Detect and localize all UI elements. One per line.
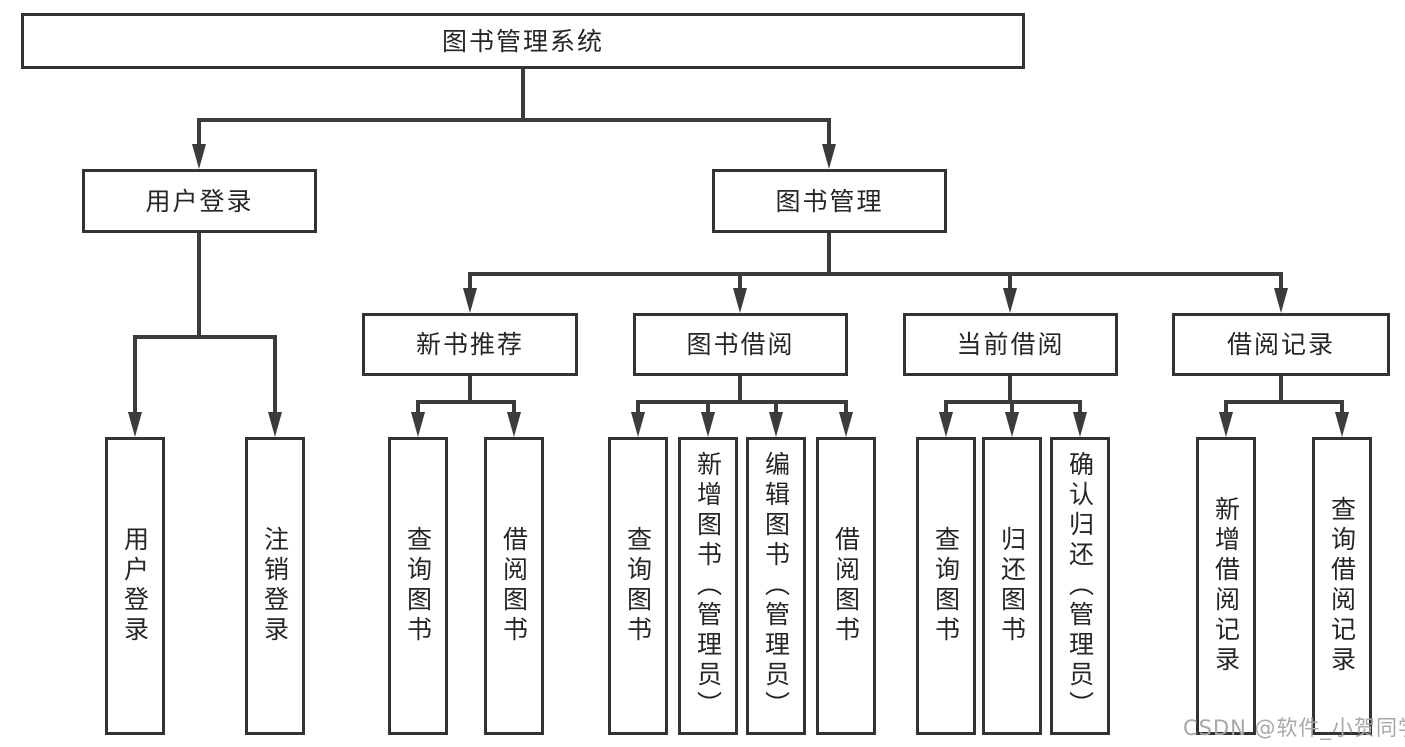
arrow-down-icon (1274, 288, 1288, 313)
node-label: 注销登录 (260, 526, 290, 646)
arrow-down-icon (128, 412, 142, 437)
node-label: 编辑图书（管理员） (761, 451, 791, 721)
connector-branch (416, 400, 420, 414)
node-book-management: 图书管理 (712, 169, 947, 233)
node-label: 用户登录 (145, 186, 254, 216)
node-label: 查询借阅记录 (1327, 496, 1357, 676)
arrow-down-icon (507, 412, 521, 437)
connector-branch (1224, 400, 1228, 414)
node-leaf-query-books-1: 查询图书 (388, 437, 448, 735)
connector-branch (944, 400, 948, 414)
node-label: 确认归还（管理员） (1065, 451, 1095, 721)
node-book-borrowing: 图书借阅 (633, 313, 848, 376)
connector-horizontal (416, 400, 516, 404)
node-label: 新增借阅记录 (1211, 496, 1241, 676)
node-leaf-confirm-return-admin: 确认归还（管理员） (1050, 437, 1110, 735)
arrow-down-icon (192, 144, 206, 169)
connector-stem (197, 233, 201, 339)
node-label: 归还图书 (997, 526, 1027, 646)
connector-branch (1010, 400, 1014, 414)
node-new-book-recommend: 新书推荐 (362, 313, 578, 376)
node-leaf-logout: 注销登录 (245, 437, 305, 735)
node-leaf-add-books-admin: 新增图书（管理员） (678, 437, 738, 735)
node-leaf-add-borrow-record: 新增借阅记录 (1196, 437, 1256, 735)
connector-stem (1008, 376, 1012, 404)
connector-horizontal (636, 400, 848, 404)
connector-stem (468, 376, 472, 404)
node-label: 查询图书 (931, 526, 961, 646)
node-leaf-edit-books-admin: 编辑图书（管理员） (746, 437, 806, 735)
connector-stem (521, 69, 525, 122)
connector-branch (133, 335, 137, 414)
arrow-down-icon (701, 412, 715, 437)
node-user-login: 用户登录 (82, 169, 317, 233)
node-leaf-query-books-2: 查询图书 (608, 437, 668, 735)
connector-branch (1078, 400, 1082, 414)
node-root: 图书管理系统 (21, 13, 1025, 69)
arrow-down-icon (769, 412, 783, 437)
connector-branch (636, 400, 640, 414)
connector-horizontal (1224, 400, 1344, 404)
connector-branch (1340, 400, 1344, 414)
node-leaf-query-borrow-record: 查询借阅记录 (1312, 437, 1372, 735)
arrow-down-icon (939, 412, 953, 437)
node-label: 新增图书（管理员） (693, 451, 723, 721)
connector-branch (774, 400, 778, 414)
connector-stem (827, 233, 831, 276)
connector-branch (827, 118, 831, 146)
node-leaf-borrow-books-1: 借阅图书 (484, 437, 544, 735)
arrow-down-icon (411, 412, 425, 437)
arrow-down-icon (1005, 412, 1019, 437)
connector-horizontal (133, 335, 277, 339)
arrow-down-icon (1003, 288, 1017, 313)
node-label: 图书管理系统 (441, 26, 604, 56)
node-label: 新书推荐 (415, 330, 524, 359)
connector-branch (468, 272, 472, 290)
node-label: 用户登录 (120, 526, 150, 646)
node-leaf-user-login: 用户登录 (105, 437, 165, 735)
node-leaf-borrow-books-2: 借阅图书 (816, 437, 876, 735)
connector-horizontal (197, 118, 831, 122)
connector-branch (1279, 272, 1283, 290)
connector-branch (273, 335, 277, 414)
arrow-down-icon (1073, 412, 1087, 437)
node-label: 图书借阅 (686, 330, 795, 359)
connector-branch (197, 118, 201, 146)
arrow-down-icon (839, 412, 853, 437)
arrow-down-icon (463, 288, 477, 313)
node-leaf-query-books-3: 查询图书 (916, 437, 976, 735)
arrow-down-icon (1335, 412, 1349, 437)
arrow-down-icon (631, 412, 645, 437)
node-label: 查询图书 (623, 526, 653, 646)
arrow-down-icon (733, 288, 747, 313)
arrow-down-icon (268, 412, 282, 437)
arrow-down-icon (1219, 412, 1233, 437)
watermark: CSDN @软件_小贺同学 (1183, 716, 1405, 740)
connector-branch (738, 272, 742, 290)
node-leaf-return-books: 归还图书 (982, 437, 1042, 735)
node-label: 图书管理 (775, 186, 884, 216)
node-label: 借阅图书 (831, 526, 861, 646)
node-label: 借阅记录 (1226, 330, 1335, 359)
node-label: 当前借阅 (956, 330, 1065, 359)
connector-branch (706, 400, 710, 414)
connector-stem (738, 376, 742, 404)
connector-stem (1279, 376, 1283, 404)
node-label: 借阅图书 (499, 526, 529, 646)
node-borrowing-records: 借阅记录 (1172, 313, 1390, 376)
connector-branch (1008, 272, 1012, 290)
connector-branch (512, 400, 516, 414)
node-label: 查询图书 (403, 526, 433, 646)
arrow-down-icon (822, 144, 836, 169)
connector-horizontal (468, 272, 1283, 276)
connector-branch (844, 400, 848, 414)
node-current-borrowing: 当前借阅 (903, 313, 1118, 376)
